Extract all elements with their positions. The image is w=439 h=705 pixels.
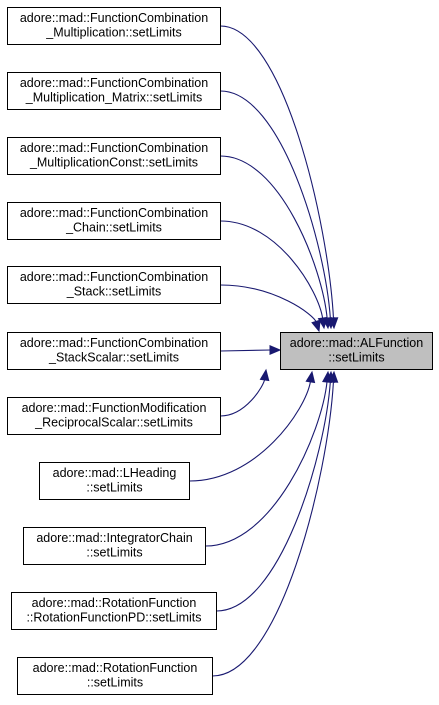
caller-node-label: _StackScalar::setLimits [48, 351, 179, 365]
caller-node-label: adore::mad::IntegratorChain [36, 531, 192, 545]
caller-node-label: adore::mad::RotationFunction [33, 661, 198, 675]
caller-node-label: adore::mad::FunctionCombination [20, 206, 208, 220]
caller-node-label: ::setLimits [87, 676, 143, 690]
caller-node[interactable]: adore::mad::FunctionCombination_StackSca… [7, 332, 221, 370]
edge-arrowhead [259, 368, 270, 382]
call-edge [220, 345, 282, 355]
caller-node-box [7, 397, 221, 435]
caller-node-box [39, 462, 190, 500]
call-edge [220, 155, 332, 330]
edge-line [205, 380, 328, 547]
caller-node-label: adore::mad::LHeading [53, 466, 177, 480]
edge-arrowhead [269, 345, 282, 355]
caller-node[interactable]: adore::mad::RotationFunction::RotationFu… [11, 592, 217, 630]
target-node-box [280, 332, 433, 370]
call-edge [205, 370, 332, 547]
caller-node-box [7, 332, 221, 370]
edge-line [212, 380, 335, 677]
edge-line [220, 155, 328, 320]
edge-arrowhead [311, 319, 321, 333]
caller-node-box [17, 657, 213, 695]
caller-node-box [23, 527, 206, 565]
edge-line [220, 25, 335, 320]
call-edge [220, 284, 321, 333]
caller-node-label: ::setLimits [86, 546, 142, 560]
caller-node[interactable]: adore::mad::RotationFunction::setLimits [17, 657, 213, 695]
caller-node-label: _MultiplicationConst::setLimits [29, 156, 198, 170]
edge-arrowhead [328, 370, 339, 383]
caller-node-box [7, 7, 221, 45]
target-node-label: adore::mad::ALFunction [290, 336, 423, 350]
caller-node[interactable]: adore::mad::LHeading::setLimits [39, 462, 190, 500]
caller-node-label: _Stack::setLimits [66, 285, 161, 299]
caller-node[interactable]: adore::mad::FunctionModification_Recipro… [7, 397, 221, 435]
edge-line [220, 349, 272, 352]
caller-node[interactable]: adore::mad::FunctionCombination_Multipli… [7, 72, 221, 110]
target-node-alfunction-setlimits[interactable]: adore::mad::ALFunction::setLimits [280, 332, 433, 370]
edge-arrowhead [305, 370, 316, 384]
call-edge [189, 370, 316, 482]
caller-node-label: _Chain::setLimits [65, 221, 162, 235]
nodes-layer: adore::mad::FunctionCombination_Multipli… [7, 7, 433, 695]
caller-node[interactable]: adore::mad::FunctionCombination_Stack::s… [7, 266, 221, 304]
caller-node-label: adore::mad::FunctionCombination [20, 11, 208, 25]
caller-node-label: ::RotationFunctionPD::setLimits [26, 611, 201, 625]
call-edge [220, 220, 328, 330]
caller-node-label: _ReciprocalScalar::setLimits [34, 416, 193, 430]
caller-node-box [7, 202, 221, 240]
caller-node-label: adore::mad::FunctionCombination [20, 141, 208, 155]
caller-node-label: adore::mad::FunctionCombination [20, 336, 208, 350]
edge-line [220, 220, 324, 320]
edge-line [189, 380, 312, 482]
caller-node-box [11, 592, 217, 630]
caller-node[interactable]: adore::mad::FunctionCombination_Multipli… [7, 7, 221, 45]
edge-line [220, 378, 266, 417]
caller-node-label: adore::mad::RotationFunction [32, 596, 197, 610]
caller-node-label: adore::mad::FunctionCombination [20, 270, 208, 284]
caller-node[interactable]: adore::mad::FunctionCombination_Multipli… [7, 137, 221, 175]
caller-node-label: adore::mad::FunctionCombination [20, 76, 208, 90]
caller-node-label: adore::mad::FunctionModification [22, 401, 207, 415]
target-node-label: ::setLimits [328, 351, 384, 365]
edge-line [220, 90, 331, 320]
caller-node-box [7, 72, 221, 110]
caller-node-label: ::setLimits [86, 481, 142, 495]
call-edge [220, 368, 270, 417]
edge-line [216, 380, 331, 612]
call-edge [212, 370, 339, 677]
caller-node[interactable]: adore::mad::IntegratorChain::setLimits [23, 527, 206, 565]
caller-node-box [7, 137, 221, 175]
caller-node-label: _Multiplication::setLimits [45, 26, 181, 40]
caller-node-label: _Multiplication_Matrix::setLimits [25, 91, 202, 105]
caller-node-box [7, 266, 221, 304]
edge-line [220, 284, 317, 323]
caller-node[interactable]: adore::mad::FunctionCombination_Chain::s… [7, 202, 221, 240]
edges-layer [189, 25, 339, 677]
